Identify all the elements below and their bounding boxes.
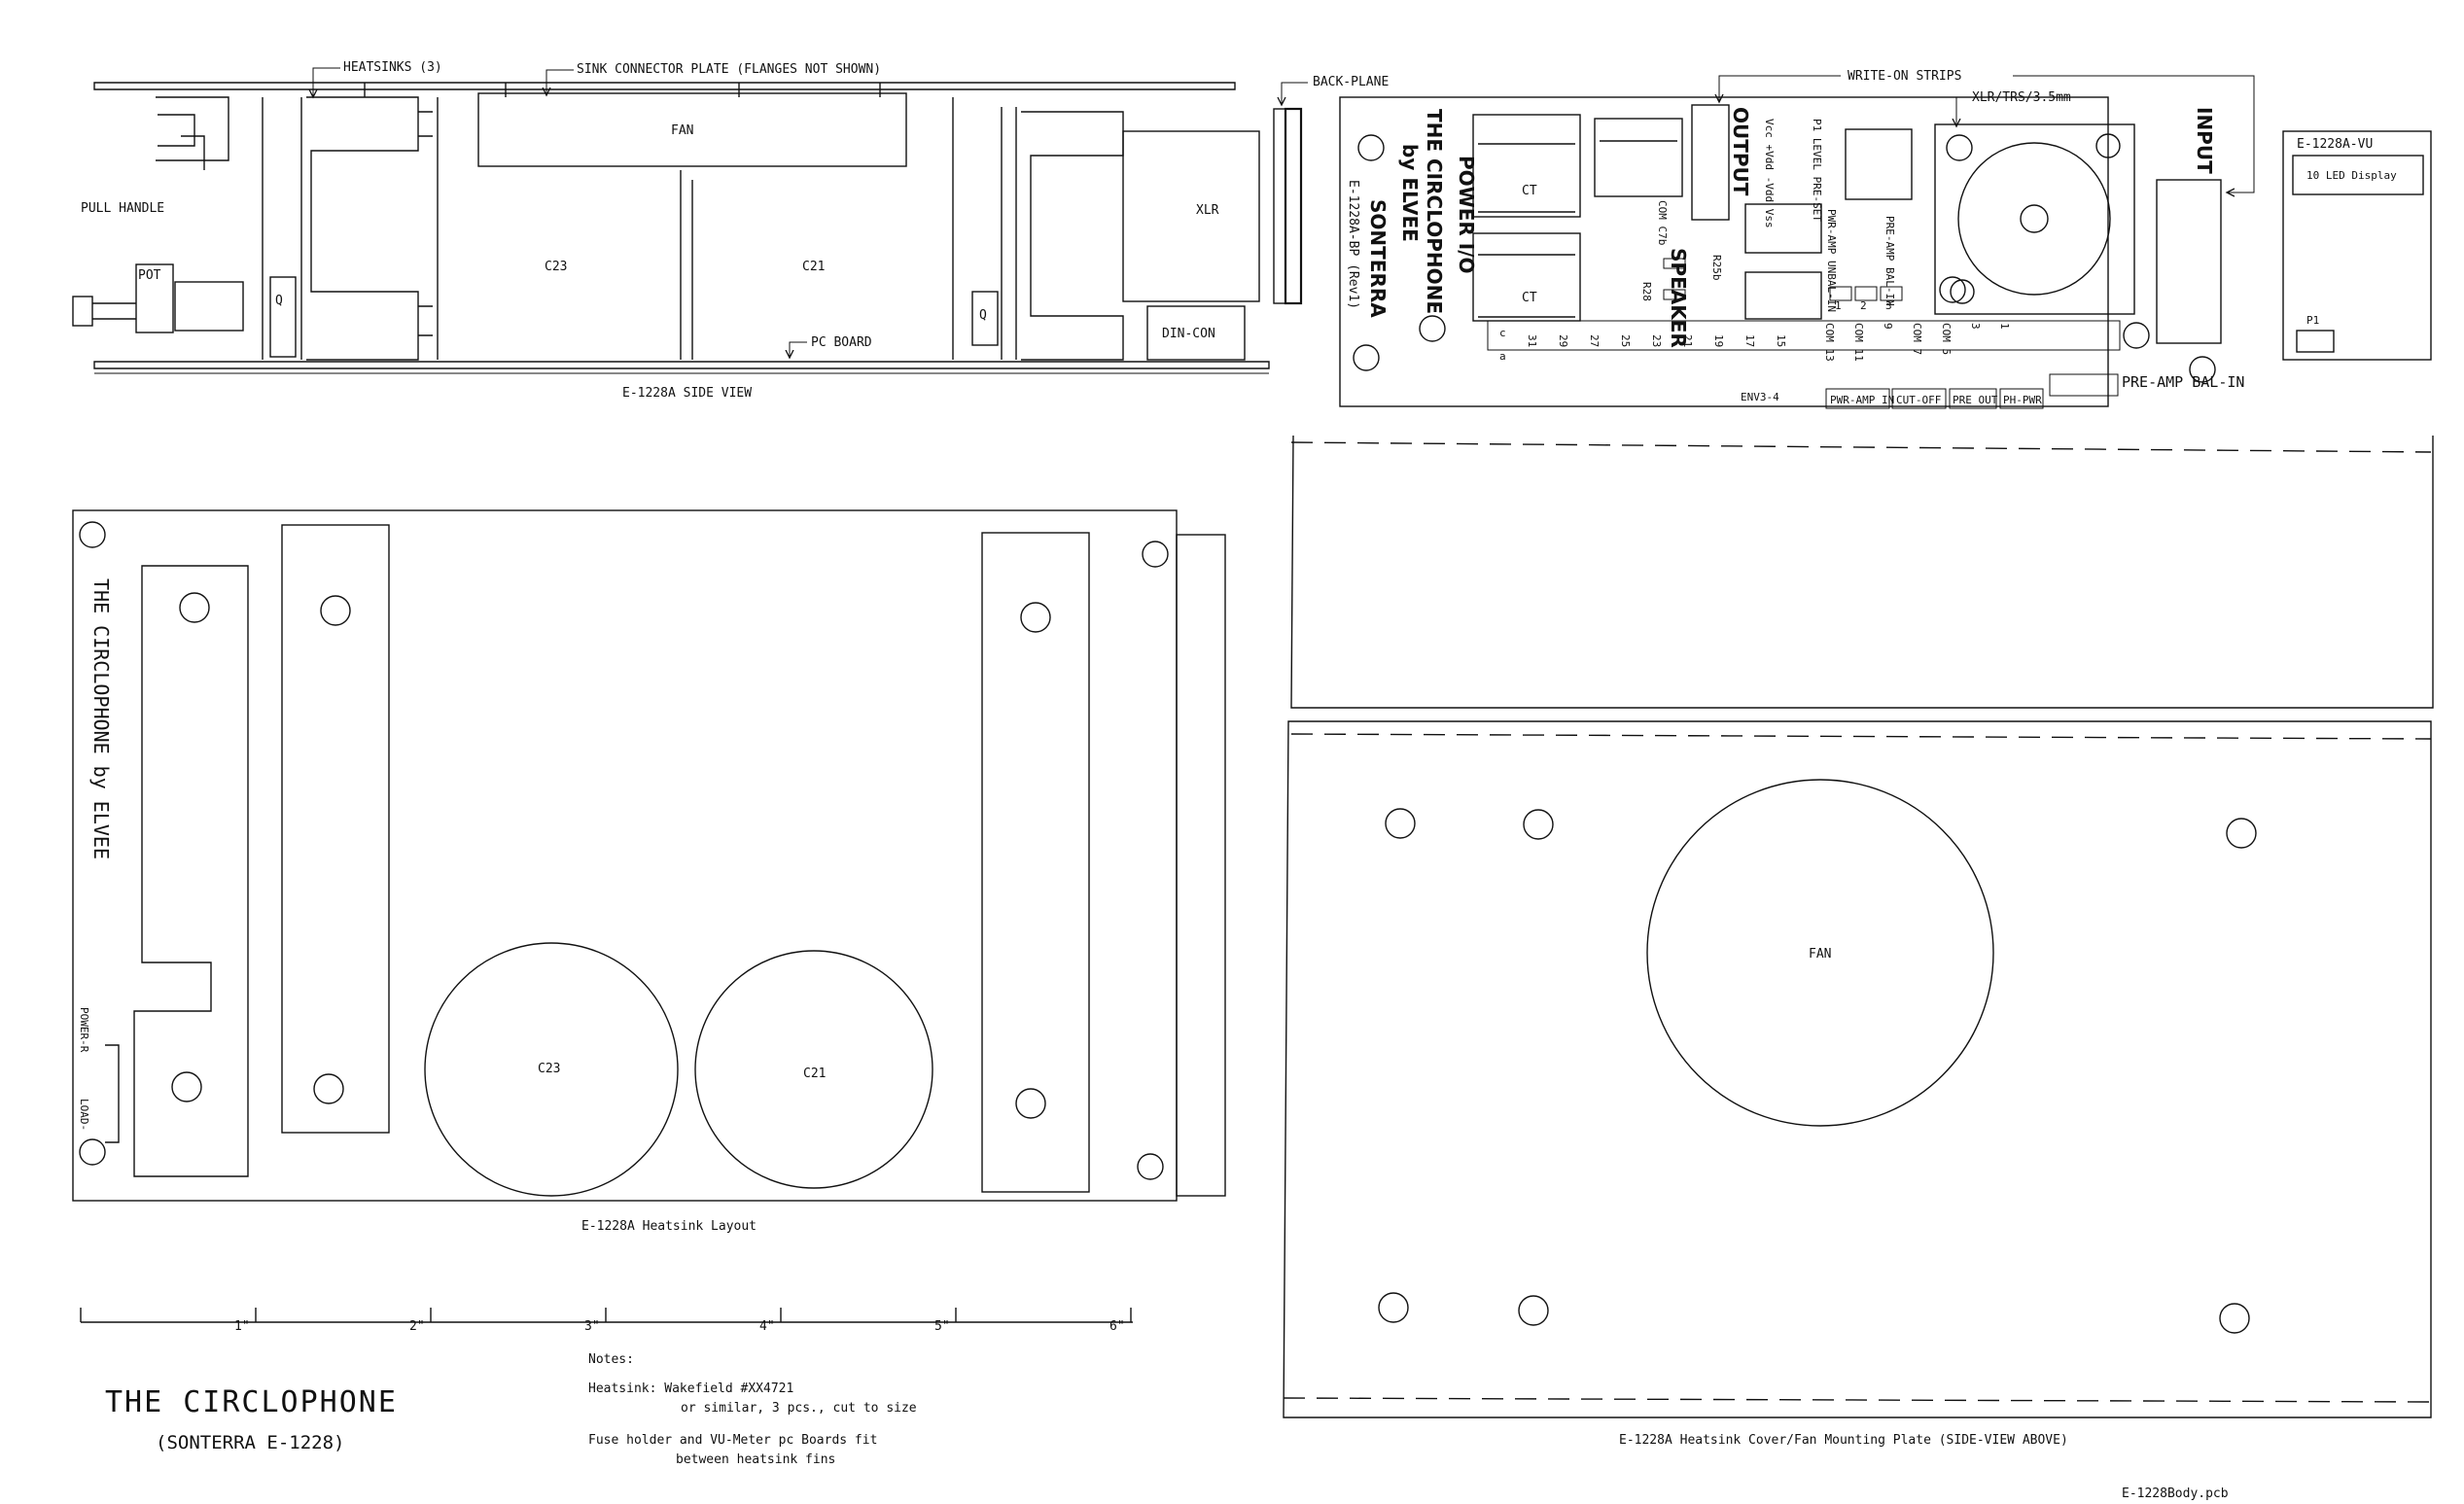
heatsinks-callout: HEATSINKS (3) [343, 60, 442, 75]
num-3: 3 [1885, 299, 1892, 312]
pin-labels-odd: 31 29 27 25 23 21 19 17 15 [1526, 334, 1787, 347]
notes-line-2: or similar, 3 pcs., cut to size [681, 1401, 917, 1416]
pin-label: COM 5 [1940, 323, 1953, 355]
power-io-title: POWER I/O [1455, 156, 1478, 274]
pull-handle-label: PULL HANDLE [81, 201, 164, 216]
ct-label-1: CT [1522, 184, 1537, 198]
q2-label: Q [979, 308, 987, 323]
inch-ruler: 1" 2" 3" 4" 5" 6" [80, 1308, 1133, 1334]
by-elvee-bp: by ELVEE [1398, 144, 1422, 242]
main-title: THE CIRCLOPHONE [105, 1385, 398, 1419]
pre-out-label: PRE OUT [1953, 394, 1998, 406]
pin-label: COM 13 [1823, 323, 1836, 362]
pwr-amp-in-label: PWR-AMP IN [1830, 394, 1894, 406]
pin-label: 25 [1619, 334, 1632, 347]
back-plane-callout: BACK-PLANE [1313, 75, 1389, 89]
ruler-tick-label: 2" [409, 1319, 425, 1334]
ruler-tick-label: 5" [934, 1319, 950, 1334]
file-name-label: E-1228Body.pcb [2122, 1487, 2229, 1501]
back-plane-panel: BACK-PLANE THE CIRCLOPHONE by ELVEE POWE… [1282, 69, 2255, 409]
pre-amp-bal-in-bottom: PRE-AMP BAL-IN [2122, 373, 2244, 391]
circlophone-vertical: THE CIRCLOPHONE by ELVEE [89, 578, 113, 859]
circlophone-bp-title: THE CIRCLOPHONE [1423, 109, 1446, 314]
sonterra-bp: SONTERRA [1366, 199, 1390, 318]
vu-meter-board: E-1228A-VU 10 LED Display P1 [2282, 130, 2432, 361]
xlr-side-label: XLR [1196, 203, 1219, 218]
pin-label: COM 7 [1911, 323, 1923, 355]
ct-label-2: CT [1522, 291, 1537, 305]
pwr-amp-unbal-label: PWR-AMP UNBAL-IN [1825, 209, 1838, 312]
pre-amp-bal-in-label: PRE-AMP BAL-IN [1883, 216, 1896, 306]
power-r-label: POWER-R [78, 1007, 90, 1053]
pin-label: 23 [1650, 334, 1663, 347]
r25b-label: R25b [1710, 255, 1723, 281]
load-label: LOAD- [78, 1099, 90, 1131]
led-display-label: 10 LED Display [2306, 169, 2397, 182]
pin-label: COM 11 [1852, 323, 1865, 362]
c21-layout-label: C21 [803, 1067, 826, 1081]
speaker-label: SPEAKER [1667, 248, 1690, 348]
pin-c-label: c [1499, 327, 1506, 339]
com-c7b-label: COM C7b [1656, 200, 1669, 245]
ruler-tick-label: 6" [1109, 1319, 1125, 1334]
output-label: OUTPUT [1729, 107, 1752, 196]
pin-label: 15 [1775, 334, 1787, 347]
pin-label: 17 [1743, 334, 1756, 347]
xlr-trs-callout: XLR/TRS/3.5mm [1972, 90, 2071, 105]
pin-a-label: a [1499, 350, 1506, 363]
pin-label: 31 [1526, 334, 1538, 347]
ruler-tick-label: 4" [759, 1319, 775, 1334]
fan-label: FAN [671, 123, 693, 138]
side-view: POT PULL HANDLE Q FAN C23 C21 Q XLR DIN-… [72, 60, 1303, 401]
tiny-ref-label: ENV3-4 [1741, 391, 1779, 403]
pin-labels-com: COM 13 COM 11 9 COM 7 COM 5 3 1 [1823, 323, 2011, 362]
write-on-strips-callout: WRITE-ON STRIPS [1848, 69, 1961, 84]
vu-title: E-1228A-VU [2297, 137, 2373, 152]
pin-label: 19 [1712, 334, 1725, 347]
pin-label: 21 [1681, 334, 1694, 347]
fan-cover-label: FAN [1809, 947, 1831, 962]
p1-level-preset: P1 LEVEL PRE-SET [1811, 119, 1823, 222]
heatsink-layout: THE CIRCLOPHONE by ELVEE C23 C21 POWER-R… [72, 509, 1226, 1234]
side-view-caption: E-1228A SIDE VIEW [622, 386, 752, 401]
c23-side-label: C23 [545, 260, 567, 274]
ruler-tick-label: 1" [234, 1319, 250, 1334]
pot-label: POT [138, 268, 161, 283]
din-con-label: DIN-CON [1162, 327, 1215, 341]
pin-label: 27 [1588, 334, 1601, 347]
c21-side-label: C21 [802, 260, 825, 274]
ph-pwr-label: PH-PWR [2003, 394, 2042, 406]
num-1: 1 [1835, 299, 1842, 312]
ruler-tick-label: 3" [584, 1319, 600, 1334]
notes-line-4: between heatsink fins [676, 1452, 835, 1467]
notes-line-1: Heatsink: Wakefield #XX4721 [588, 1382, 793, 1396]
q1-label: Q [275, 294, 283, 308]
pc-board-callout: PC BOARD [811, 335, 872, 350]
pin-label: 3 [1969, 323, 1982, 330]
num-2: 2 [1860, 299, 1867, 312]
cut-off-label: CUT-OFF [1896, 394, 1941, 406]
input-label: INPUT [2193, 107, 2216, 174]
supply-rails-label: Vcc +Vdd -Vdd Vss [1763, 119, 1776, 228]
notes-block: Notes: Heatsink: Wakefield #XX4721 or si… [588, 1352, 917, 1467]
sink-plate-callout: SINK CONNECTOR PLATE (FLANGES NOT SHOWN) [577, 62, 881, 77]
cover-plate-caption: E-1228A Heatsink Cover/Fan Mounting Plat… [1619, 1433, 2068, 1448]
pin-label: 9 [1882, 323, 1894, 330]
title-block: THE CIRCLOPHONE (SONTERRA E-1228) [105, 1385, 398, 1453]
cover-plate-side: FAN E-1228A Heatsink Cover/Fan Mounting … [1283, 435, 2434, 1448]
notes-heading: Notes: [588, 1352, 634, 1367]
main-subtitle: (SONTERRA E-1228) [156, 1432, 344, 1453]
notes-line-3: Fuse holder and VU-Meter pc Boards fit [588, 1433, 877, 1448]
pin-label: 29 [1557, 334, 1569, 347]
heatsink-layout-caption: E-1228A Heatsink Layout [581, 1219, 757, 1234]
bp-model-number: E-1228A-BP (Rev1) [1346, 180, 1360, 309]
r28-label: R28 [1640, 282, 1653, 301]
c23-layout-label: C23 [538, 1062, 560, 1076]
pin-label: 1 [1998, 323, 2011, 330]
vu-p1-label: P1 [2306, 314, 2319, 327]
